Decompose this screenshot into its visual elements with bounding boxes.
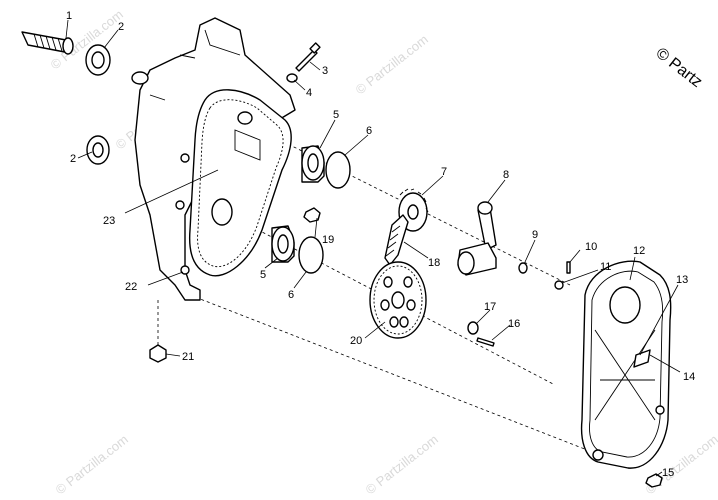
callout-16: 16	[508, 318, 520, 330]
callout-4: 4	[306, 87, 312, 99]
pin-10	[566, 261, 571, 274]
callout-2-lower: 2	[70, 153, 76, 165]
lower-sprocket	[369, 261, 427, 339]
callout-9: 9	[532, 229, 538, 241]
bolt-21	[149, 344, 167, 363]
callout-labels: 1 2 2 3 4 5 5 6 6 7 8 9 10 11 12 13 14 1…	[66, 10, 695, 479]
nut-11	[554, 280, 564, 290]
callout-1: 1	[66, 10, 72, 22]
callout-2: 2	[118, 21, 124, 33]
nut-4	[286, 73, 298, 83]
watermark-4: © Partzilla.com	[53, 432, 131, 498]
chaincase-cover	[580, 260, 672, 469]
callout-14: 14	[683, 371, 695, 383]
callout-5-lower: 5	[260, 269, 266, 281]
callout-19: 19	[322, 234, 334, 246]
callout-6: 6	[366, 125, 372, 137]
screw-15	[645, 473, 663, 488]
o-ring-lower	[298, 236, 324, 274]
callout-17: 17	[484, 301, 496, 313]
o-ring-upper	[325, 151, 351, 189]
oil-seal-upper	[85, 44, 111, 76]
washer-9	[518, 262, 528, 274]
callout-6-lower: 6	[288, 289, 294, 301]
callout-21: 21	[182, 351, 194, 363]
chaincase-inner-plate	[188, 89, 292, 277]
splined-shaft	[21, 31, 74, 55]
callout-23: 23	[103, 215, 115, 227]
bearing-lower	[271, 225, 295, 263]
chaincase-housing	[131, 17, 296, 301]
callout-12: 12	[633, 245, 645, 257]
oil-seal-lower	[86, 135, 110, 165]
upper-axis-line	[239, 119, 571, 286]
drive-chain	[384, 214, 409, 266]
bearing-upper	[301, 145, 325, 183]
watermark-5: © Partzilla.com	[363, 432, 441, 498]
nut-19	[303, 207, 321, 223]
washer-17	[467, 321, 479, 335]
callout-5: 5	[333, 109, 339, 121]
callout-18: 18	[428, 257, 440, 269]
copyright-label: © Partz	[653, 45, 706, 91]
callout-20: 20	[350, 335, 362, 347]
bolt-16	[476, 337, 495, 347]
bottom-axis-line	[189, 294, 601, 456]
callout-7: 7	[441, 166, 447, 178]
bolt-3	[295, 42, 321, 72]
callout-11: 11	[600, 261, 611, 273]
callout-8: 8	[503, 169, 509, 181]
callout-3: 3	[322, 65, 328, 77]
callout-13: 13	[676, 274, 688, 286]
callout-22: 22	[125, 281, 137, 293]
callout-10: 10	[585, 241, 597, 253]
watermark-2: © Partzilla.com	[353, 32, 431, 98]
leader-lines	[65, 19, 681, 477]
chain-tensioner	[457, 201, 497, 276]
callout-15: 15	[662, 467, 674, 479]
